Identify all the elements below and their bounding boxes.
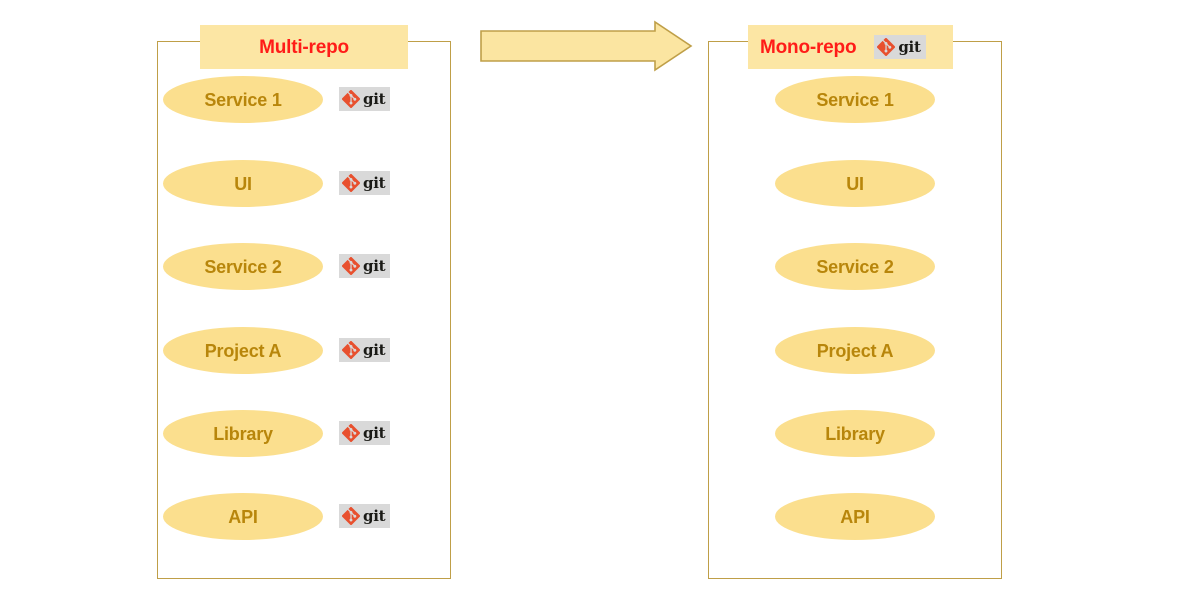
node-label: Service 1 (816, 89, 894, 110)
node-service-1-mono[interactable]: Service 1 (775, 76, 935, 123)
node-ui-multi[interactable]: UI (163, 160, 323, 207)
git-badge-project-a: git (339, 338, 391, 362)
node-library-multi[interactable]: Library (163, 410, 323, 457)
node-api-mono[interactable]: API (775, 493, 935, 540)
git-word: git (898, 37, 921, 56)
git-badge-ui: git (339, 171, 391, 195)
git-word: git (363, 506, 386, 525)
git-logo-icon (342, 507, 360, 525)
page-title-mono-repo: Mono-repo (760, 36, 857, 58)
right-block-arrow-icon (480, 20, 693, 72)
git-logo-icon (342, 424, 360, 442)
git-badge-service-1: git (339, 87, 391, 111)
node-service-2-mono[interactable]: Service 2 (775, 243, 935, 290)
git-word: git (363, 423, 386, 442)
node-project-a-multi[interactable]: Project A (163, 327, 323, 374)
node-label: Service 2 (816, 256, 894, 277)
page-title-multi-repo: Multi-repo (259, 36, 349, 58)
git-logo-icon (877, 38, 896, 56)
git-logo-icon (342, 341, 360, 359)
node-service-1-multi[interactable]: Service 1 (163, 76, 323, 123)
git-logo-icon (342, 90, 360, 108)
git-word: git (363, 89, 386, 108)
git-word: git (363, 256, 386, 275)
mono-repo-header: Mono-repo git (748, 25, 953, 69)
node-ui-mono[interactable]: UI (775, 160, 935, 207)
node-label: Service 2 (204, 256, 282, 277)
node-label: UI (846, 173, 864, 194)
node-label: Project A (204, 340, 282, 361)
git-badge-service-2: git (339, 254, 391, 278)
node-label: Service 1 (204, 89, 282, 110)
multi-repo-header: Multi-repo (200, 25, 408, 69)
node-label: Library (825, 423, 885, 444)
git-badge-api: git (339, 504, 391, 528)
node-label: UI (234, 173, 252, 194)
node-label: API (840, 506, 870, 527)
git-word: git (363, 340, 386, 359)
node-label: API (228, 506, 258, 527)
node-service-2-multi[interactable]: Service 2 (163, 243, 323, 290)
git-badge-mono-repo: git (874, 35, 926, 59)
node-project-a-mono[interactable]: Project A (775, 327, 935, 374)
node-library-mono[interactable]: Library (775, 410, 935, 457)
git-word: git (363, 173, 386, 192)
node-api-multi[interactable]: API (163, 493, 323, 540)
node-label: Project A (816, 340, 894, 361)
node-label: Library (213, 423, 273, 444)
git-logo-icon (342, 174, 360, 192)
git-badge-library: git (339, 421, 391, 445)
git-logo-icon (342, 257, 360, 275)
